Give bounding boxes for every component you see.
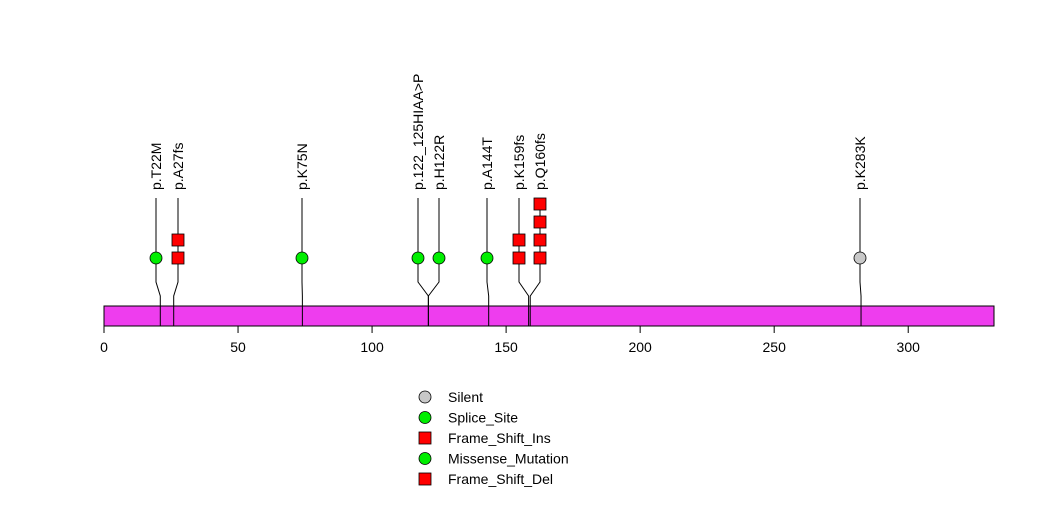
legend-circle-icon [418,411,432,424]
mutation-marker-circle [295,251,309,265]
mutation-marker-square [171,251,185,265]
legend-label: Splice_Site [448,410,518,426]
legend-label: Missense_Mutation [448,451,569,467]
legend-square-icon [418,431,432,445]
mutation-label: p.K75N [294,143,310,190]
mutation-label: p.H122R [431,135,447,190]
mutation-marker-square [533,197,547,211]
mutation-label: p.A27fs [170,143,186,190]
legend-label: Frame_Shift_Del [448,471,553,487]
legend-circle-icon [418,452,432,465]
x-tick-label: 250 [763,339,787,355]
mutation-marker-circle [853,251,867,265]
x-tick-label: 200 [628,339,652,355]
mutation-marker-square [171,233,185,247]
legend-label: Frame_Shift_Ins [448,430,551,446]
x-tick-label: 100 [360,339,384,355]
mutation-marker-square [533,215,547,229]
mutation-marker-circle [480,251,494,265]
protein-bar [103,305,995,327]
mutation-label: p.K159fs [511,135,527,190]
mutation-label: p.Q160fs [532,133,548,190]
mutation-marker-circle [149,251,163,265]
mutation-label: p.T22M [148,143,164,190]
legend-square-icon [418,472,432,486]
legend-label: Silent [448,389,483,405]
mutation-marker-square [533,251,547,265]
mutation-marker-circle [411,251,425,265]
x-tick-label: 150 [494,339,518,355]
mutation-label: p.K283K [852,136,868,190]
mutation-marker-circle [432,251,446,265]
mutation-label: p.122_125HIAA>P [410,74,426,190]
mutation-label: p.A144T [479,137,495,190]
legend-circle-icon [418,390,432,404]
x-tick-label: 0 [100,339,108,355]
x-tick-label: 300 [897,339,921,355]
x-tick-label: 50 [230,339,246,355]
mutation-marker-square [512,233,526,247]
mutation-marker-square [533,233,547,247]
mutation-marker-square [512,251,526,265]
